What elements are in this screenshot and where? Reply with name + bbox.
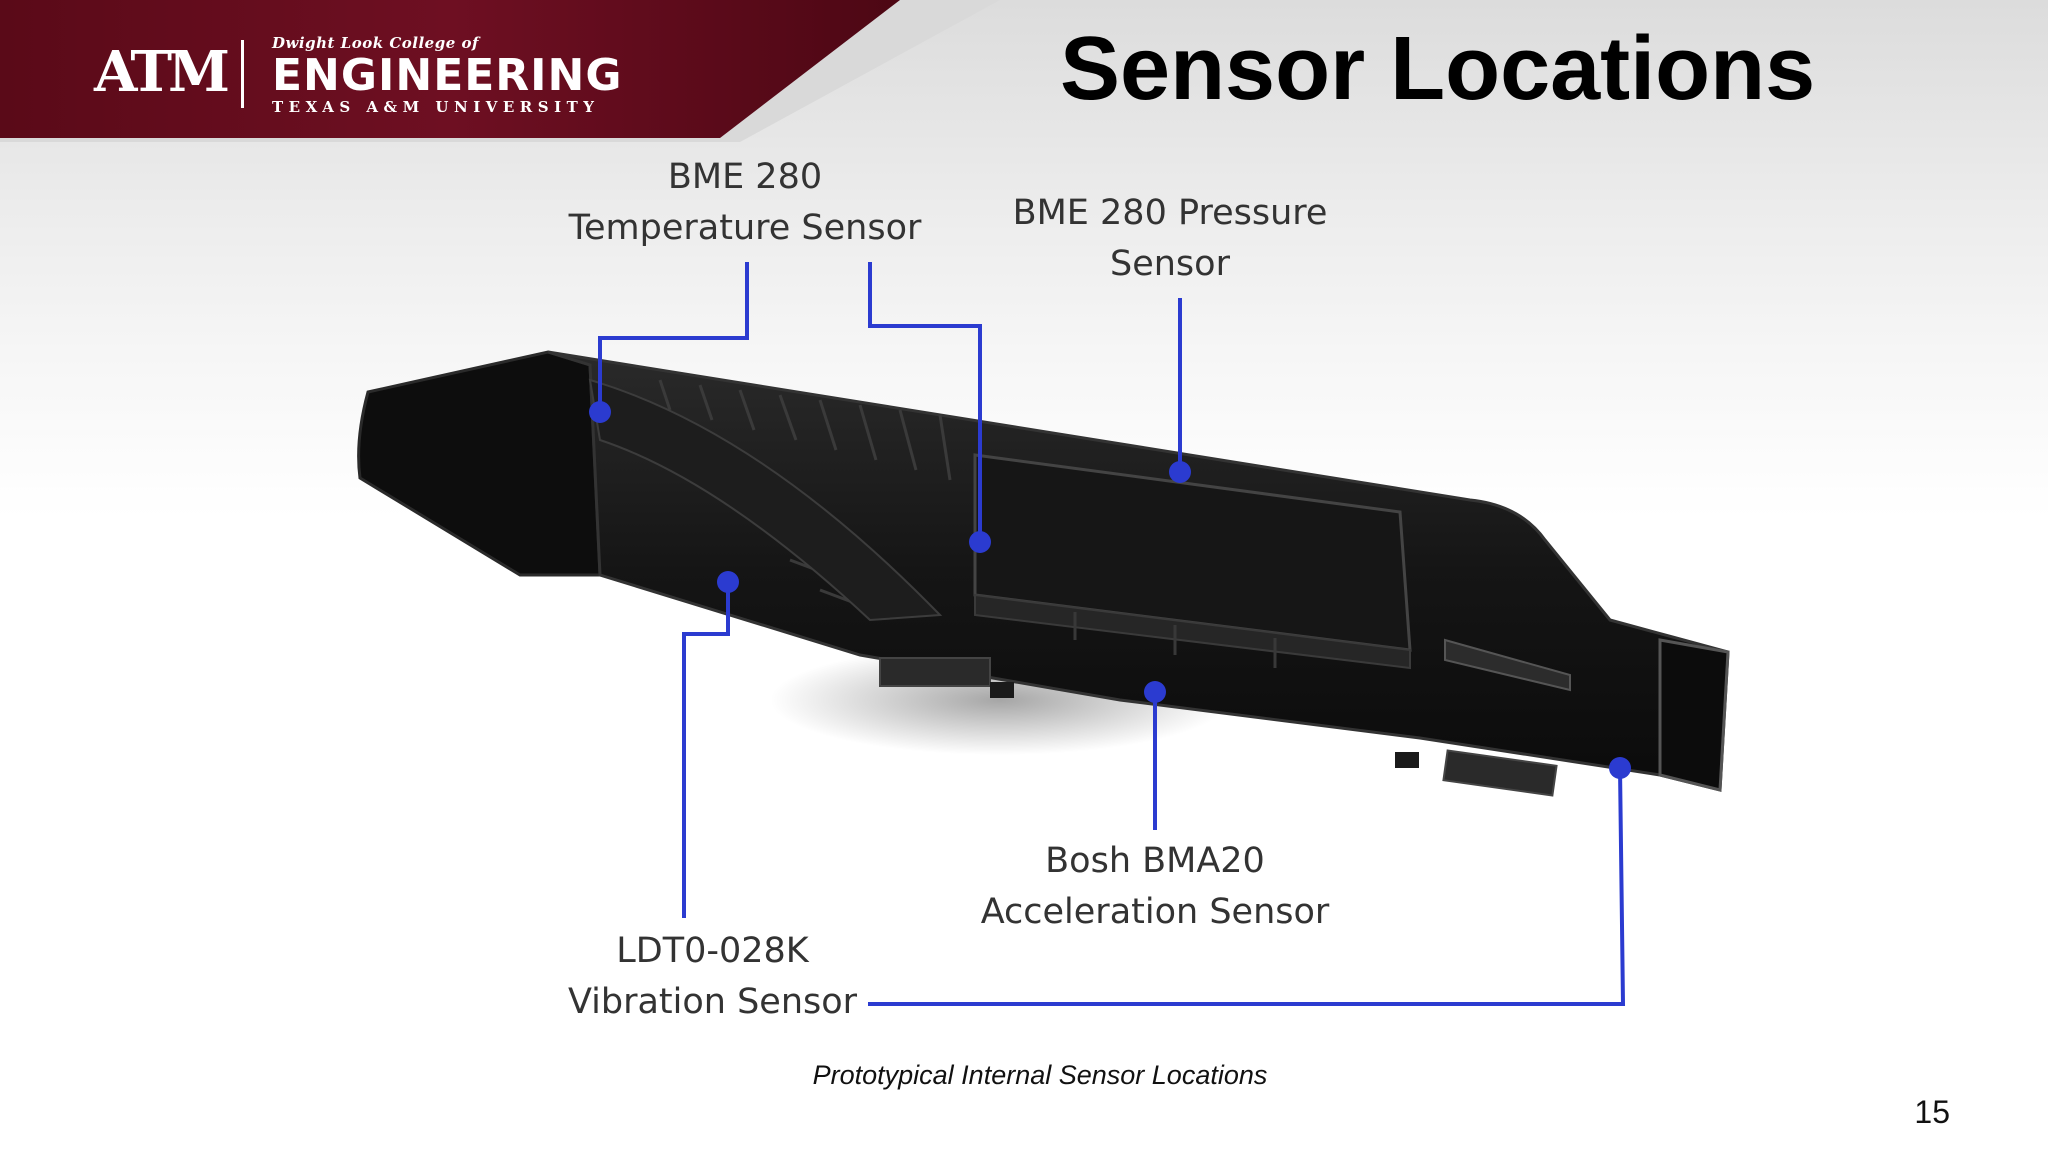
outlet-duct — [1658, 638, 1730, 792]
college-wordmark: Dwight Look College of ENGINEERING TEXAS… — [272, 34, 623, 116]
outlet-bracket — [1444, 638, 1571, 692]
mount-tab-2 — [1395, 752, 1419, 768]
temperature-label-line-1: BME 280 — [667, 157, 823, 197]
vibration-callout-line-2 — [868, 767, 1626, 1006]
temp-sensor-marker-1 — [589, 401, 611, 423]
pressure-label-line-1: BME 280 Pressure — [1012, 193, 1328, 233]
acceleration-label-line-1: Bosh BMA20 — [1045, 841, 1265, 881]
intake-cone — [357, 350, 602, 577]
vibration-label-line-2: Vibration Sensor — [567, 982, 858, 1022]
inner-cone — [588, 378, 943, 622]
pressure-sensor-marker — [1169, 461, 1191, 483]
mount-foot-left — [879, 657, 991, 687]
vibration-sensor-marker-2 — [1609, 757, 1631, 779]
college-name: Dwight Look College of — [272, 34, 479, 52]
slide-title: Sensor Locations — [1060, 19, 1816, 119]
sensor-markers — [589, 401, 1631, 779]
logo-divider — [241, 40, 244, 108]
acceleration-label-line-2: Acceleration Sensor — [980, 892, 1330, 932]
vibration-callout-line-1 — [682, 582, 730, 918]
chamber-rail — [974, 593, 1411, 670]
header-banner — [0, 0, 900, 138]
temp-sensor-marker-2 — [969, 531, 991, 553]
temperature-sensor-label: BME 280 Temperature Sensor — [560, 152, 930, 254]
accel-sensor-marker — [1144, 681, 1166, 703]
atm-logo-icon: ATM — [93, 39, 230, 105]
mount-foot-right — [1442, 749, 1558, 797]
mount-tab — [990, 682, 1014, 698]
page-number: 15 — [1914, 1094, 1950, 1130]
university-name: TEXAS A&M UNIVERSITY — [272, 98, 600, 116]
callout-lines — [598, 262, 1626, 1006]
engineering-wordmark: ENGINEERING — [272, 50, 623, 101]
temperature-label-line-2: Temperature Sensor — [568, 208, 922, 248]
pressure-label-line-2: Sensor — [1110, 244, 1230, 284]
sensor-housing — [357, 350, 1730, 797]
chamber-slots — [1073, 612, 1277, 668]
vibration-sensor-marker-1 — [717, 571, 739, 593]
temp-callout-line-2 — [868, 262, 982, 542]
temp-callout-line-1 — [598, 262, 749, 412]
acceleration-sensor-label: Bosh BMA20 Acceleration Sensor — [970, 836, 1340, 938]
vibration-sensor-label: LDT0-028K Vibration Sensor — [545, 926, 880, 1028]
figure-caption: Prototypical Internal Sensor Locations — [812, 1060, 1268, 1090]
pressure-sensor-label: BME 280 Pressure Sensor — [990, 188, 1350, 290]
vibration-label-line-1: LDT0-028K — [616, 931, 809, 971]
